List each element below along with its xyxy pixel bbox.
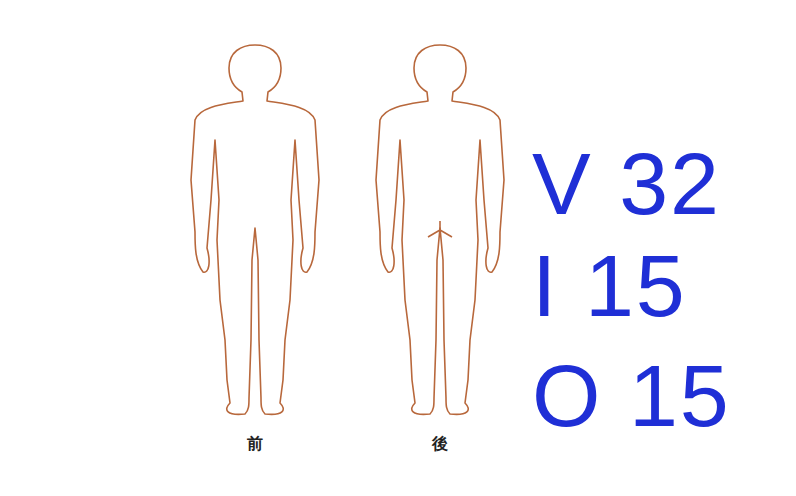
handwritten-note: V 32 — [532, 140, 721, 228]
handwritten-note: O 15 — [532, 352, 731, 440]
view-label: 後 — [432, 434, 448, 455]
handwritten-note: I 15 — [532, 242, 687, 330]
back-figure — [376, 45, 504, 414]
view-label: 前 — [247, 434, 263, 455]
front-figure — [191, 45, 319, 414]
